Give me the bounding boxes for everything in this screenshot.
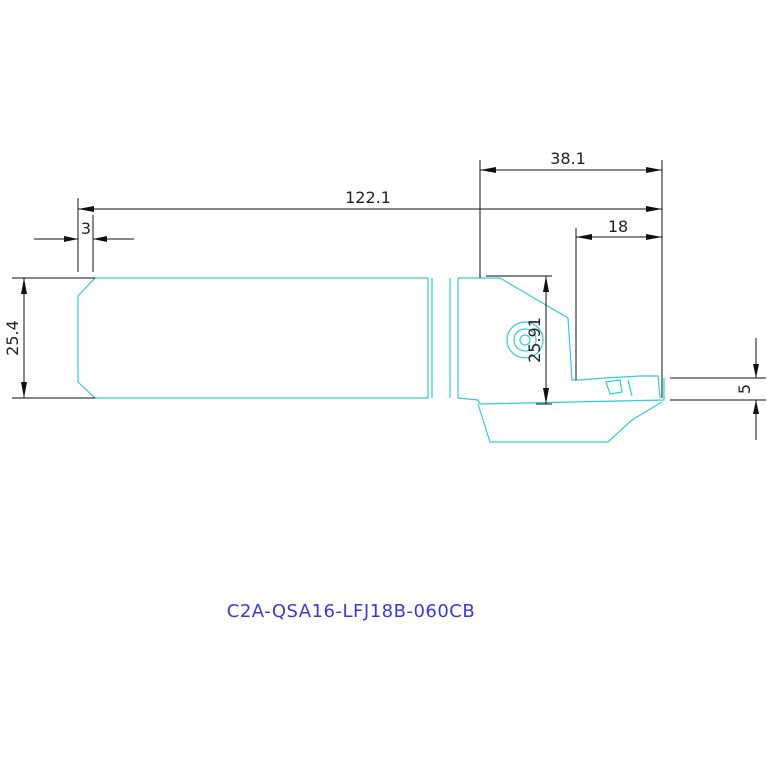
dim-25-91-label: 25.91: [525, 317, 544, 363]
clamp-screw-inner: [513, 328, 537, 352]
dim-122-1-arrow-left: [78, 206, 94, 212]
tool-holder-outline: [77, 277, 665, 443]
dim-3-arrow-left: [64, 236, 78, 242]
head-support: [477, 401, 663, 443]
dim-38-1-label: 38.1: [550, 149, 586, 168]
head-body: [457, 378, 665, 405]
dim-38-1-arrow-right: [646, 167, 662, 173]
dim-5-arrow-bottom: [753, 400, 759, 414]
dim-18-arrow-right: [646, 234, 662, 240]
part-number-label: C2A-QSA16-LFJ18B-060CB: [227, 601, 475, 622]
dimension-labels: 38.1 122.1 18 3 25.4 25.91 5: [3, 149, 754, 394]
dimension-annotations: [12, 160, 766, 440]
dim-25-4-arrow-bottom: [21, 382, 27, 398]
clamp-screw-core: [519, 334, 531, 346]
blade-top: [579, 375, 661, 399]
clamp-screw-outer: [506, 321, 544, 359]
dim-122-1-label: 122.1: [345, 188, 391, 207]
insert-edge: [627, 379, 633, 397]
dim-5-label: 5: [735, 384, 754, 394]
dim-3-label: 3: [81, 219, 91, 238]
dim-18-arrow-left: [576, 234, 592, 240]
head-top: [458, 277, 580, 381]
dim-122-1-arrow-right: [646, 206, 662, 212]
dim-18-label: 18: [608, 217, 628, 236]
shank-body: [77, 277, 429, 399]
insert-pocket: [605, 379, 623, 395]
dim-38-1-arrow-left: [480, 167, 496, 173]
dim-25-91-arrow-top: [543, 276, 549, 292]
dim-25-91-arrow-bottom: [543, 388, 549, 404]
dim-25-4-arrow-top: [21, 278, 27, 294]
dim-5-arrow-top: [753, 364, 759, 378]
dim-3-arrow-right: [93, 236, 107, 242]
dim-25-4-label: 25.4: [3, 320, 22, 356]
